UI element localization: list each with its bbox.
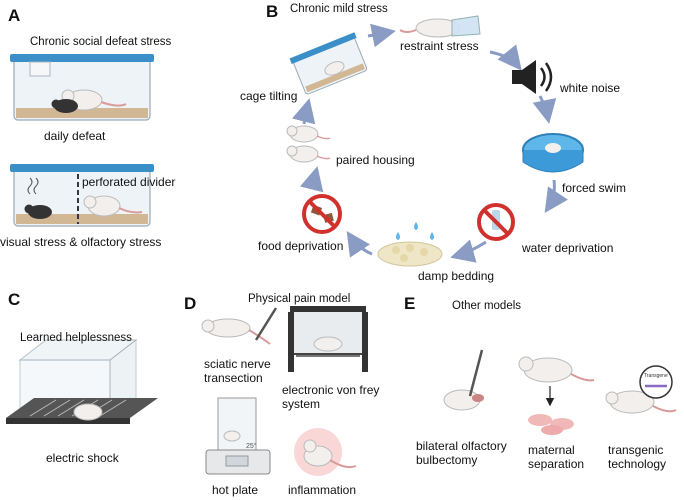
label-electric-shock: electric shock — [46, 451, 119, 465]
step-food-deprivation: food deprivation — [258, 239, 344, 253]
step-white-noise: white noise — [560, 81, 621, 95]
step-damp-bedding: damp bedding — [418, 269, 495, 283]
shock-box — [6, 338, 158, 424]
panel-label-a: A — [8, 6, 21, 25]
step-water-deprivation: water deprivation — [522, 241, 614, 255]
hot-plate — [205, 397, 271, 475]
label-von-frey: electronic von frey system — [282, 383, 380, 411]
panel-a-title: Chronic social defeat stress — [30, 36, 172, 48]
mouse-white-aggressor — [83, 195, 143, 217]
no-water-icon — [477, 203, 515, 241]
no-food-icon — [302, 194, 342, 234]
label-daily-defeat: daily defeat — [44, 129, 106, 143]
sciatic-mouse — [201, 307, 278, 345]
panel-b-title: Chronic mild stress — [290, 3, 388, 15]
step-restraint-stress: restraint stress — [400, 39, 479, 53]
restraint-tube — [399, 15, 481, 38]
defeat-cage — [10, 54, 154, 121]
label-bulbectomy: bilateral olfactory bulbectomy — [416, 439, 507, 467]
bulbectomy-head — [443, 349, 484, 411]
label-hot-plate: hot plate — [212, 483, 259, 497]
panel-c-title: Learned helplessness — [20, 332, 132, 344]
paired-mice — [286, 125, 331, 163]
inflammation-mouse — [294, 428, 357, 476]
transgene-badge: Transgene — [644, 373, 668, 379]
damp-bedding-icon — [377, 222, 443, 267]
step-cage-tilting: cage tilting — [240, 89, 298, 103]
panel-label-b: B — [266, 2, 279, 21]
panel-label-e: E — [404, 294, 416, 313]
mouse-black-defeated — [51, 99, 78, 113]
cycle-arrows — [291, 23, 568, 263]
panel-d-title: Physical pain model — [248, 293, 351, 305]
step-forced-swim: forced swim — [562, 181, 627, 195]
label-inflammation: inflammation — [288, 483, 357, 497]
label-sciatic-nerve: sciatic nerve transection — [204, 357, 271, 385]
swim-tank — [522, 133, 584, 173]
mouse-black-observer — [24, 204, 52, 219]
pups — [528, 414, 574, 435]
transgenic-mouse — [605, 365, 677, 414]
von-frey-apparatus — [288, 306, 368, 372]
label-maternal-separation: maternal separation — [528, 443, 585, 471]
label-visual-olfactory: visual stress & olfactory stress — [0, 235, 162, 249]
label-transgenic: transgenic technology — [608, 443, 667, 471]
speaker-icon — [512, 60, 553, 94]
label-perforated-divider: perforated divider — [82, 175, 176, 189]
mother-mouse — [518, 356, 595, 383]
panel-label-c: C — [8, 290, 21, 309]
step-paired-housing: paired housing — [336, 153, 415, 167]
tilted-cage — [289, 32, 368, 95]
panel-e-title: Other models — [452, 300, 522, 312]
hotplate-temperature: 25° — [246, 443, 257, 450]
panel-label-d: D — [184, 294, 197, 313]
